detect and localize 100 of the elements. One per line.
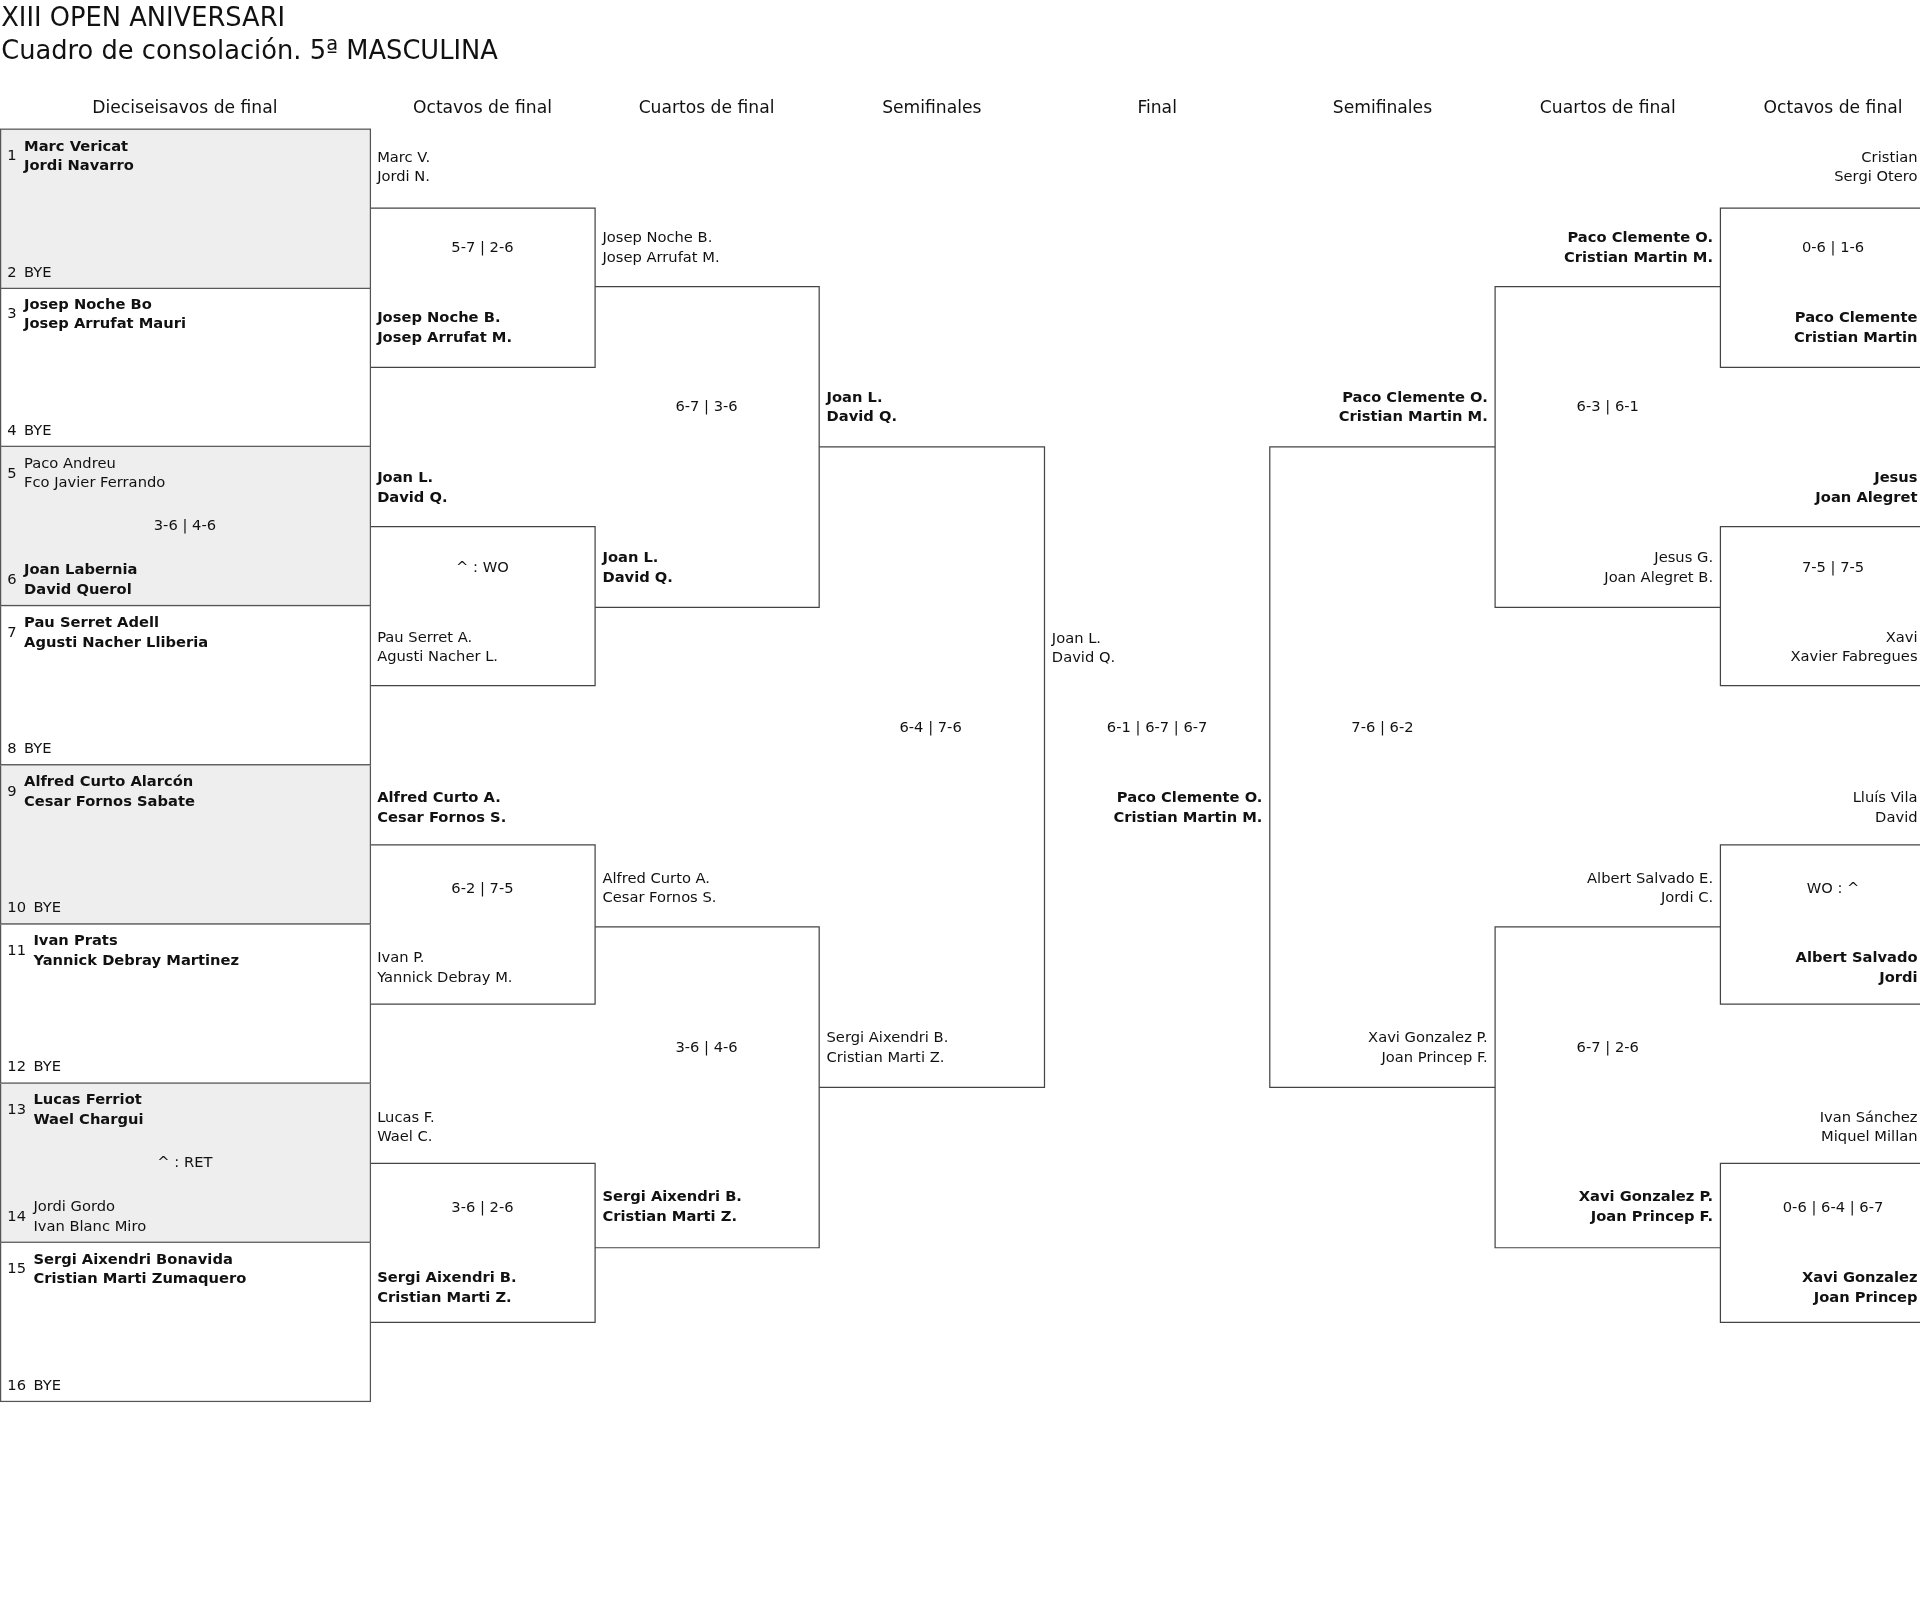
player-name: Albert Salvado E. [1587, 868, 1714, 888]
bye-label: BYE [33, 1056, 61, 1077]
seed-number: 2 [7, 263, 17, 281]
match-score: 0-6 | 6-4 | 6-7 [1781, 1197, 1885, 1218]
player-name: Yannick Debray Martinez [33, 950, 240, 970]
match-box [0, 1241, 371, 1403]
player-name: David Querol [24, 579, 133, 599]
player-name: Cristian Marti Z. [377, 1287, 512, 1307]
match-score: WO : ^ [1805, 878, 1861, 898]
player-name: Joan Alegret [1815, 487, 1918, 507]
match-score: ^ : RET [156, 1152, 214, 1172]
match-box [0, 923, 371, 1084]
bye-label: BYE [24, 738, 52, 758]
seed-number: 5 [7, 464, 17, 482]
player-name: Josep Noche B. [602, 228, 713, 248]
player-name: Xavi Gonzalez P. [1368, 1027, 1488, 1047]
match-box [0, 286, 371, 447]
player-name: Yannick Debray M. [377, 967, 513, 987]
player-name: Cristian Marti Z. [826, 1047, 945, 1067]
bye-label: BYE [24, 262, 52, 282]
player-name: Marc Vericat [24, 136, 130, 156]
player-name: Josep Arrufat Mauri [24, 313, 187, 334]
player-name: Josep Arrufat M. [377, 327, 513, 347]
player-name: Alfred Curto A. [377, 787, 501, 807]
title: XIII OPEN ANIVERSARI [1, 1, 286, 34]
seed-number: 6 [7, 570, 17, 588]
player-name: Agusti Nacher L. [377, 646, 498, 667]
match-score: 7-5 | 7-5 [1800, 557, 1866, 577]
player-name: Joan Princep F. [1381, 1047, 1488, 1067]
player-name: Ivan P. [377, 948, 425, 968]
seed-number: 9 [7, 782, 17, 800]
player-name: Sergi Aixendri Bonavida [33, 1249, 234, 1269]
player-name: Paco Clemente O. [1342, 387, 1488, 407]
seed-number: 13 [7, 1100, 27, 1118]
seed-number: 4 [7, 421, 17, 439]
player-name: David Q. [826, 406, 897, 427]
player-name: Paco Clemente O. [1116, 787, 1263, 807]
round-heading: Cuartos de final [1538, 95, 1677, 118]
seed-number: 14 [7, 1207, 27, 1225]
match-score: 3-6 | 4-6 [152, 515, 218, 536]
player-name: Xavi [1885, 627, 1918, 647]
player-name: Paco Clemente O. [1567, 228, 1714, 248]
player-name: Xavier Fabregues [1790, 646, 1918, 667]
round-heading: Semifinales [1331, 95, 1434, 118]
bye-label: BYE [24, 420, 52, 440]
bye-label: BYE [33, 897, 61, 918]
player-name: Cristian [1861, 147, 1918, 167]
match-box [0, 445, 371, 607]
player-name: Joan L. [602, 547, 659, 567]
player-name: Cesar Fornos S. [377, 807, 507, 827]
match-score: 6-3 | 6-1 [1575, 396, 1640, 417]
player-name: Alfred Curto A. [602, 868, 710, 888]
player-name: Josep Noche Bo [24, 294, 153, 314]
player-name: Cristian Martin M. [1564, 247, 1714, 267]
player-name: Agusti Nacher Lliberia [24, 632, 209, 652]
round-heading: Octavos de final [411, 95, 553, 118]
player-name: Joan Princep [1813, 1287, 1918, 1307]
player-name: Sergi Aixendri B. [602, 1186, 742, 1207]
player-name: Cristian Martin M. [1338, 406, 1488, 427]
player-name: Jordi [1879, 967, 1918, 987]
player-name: Alfred Curto Alarcón [24, 771, 195, 791]
player-name: Wael C. [377, 1126, 433, 1147]
seed-number: 3 [7, 304, 17, 323]
player-name: Lucas Ferriot [33, 1090, 143, 1110]
player-name: Sergi Otero [1834, 166, 1918, 187]
seed-number: 12 [7, 1057, 27, 1076]
player-name: Joan L. [826, 387, 883, 407]
match-score: 3-6 | 2-6 [450, 1197, 515, 1218]
player-name: Cristian Martin [1793, 327, 1918, 347]
player-name: Marc V. [377, 147, 431, 167]
player-name: Xavi Gonzalez P. [1578, 1186, 1714, 1207]
player-name: Jesus [1874, 468, 1918, 488]
player-name: Lluís Vila [1852, 787, 1918, 807]
match-box [0, 1082, 371, 1243]
seed-number: 1 [7, 146, 17, 165]
round-heading: Final [1136, 95, 1178, 118]
match-score: 6-4 | 7-6 [898, 717, 963, 738]
player-name: Joan Labernia [24, 559, 138, 580]
bye-label: BYE [33, 1375, 61, 1395]
seed-number: 10 [7, 898, 27, 916]
player-name: Joan L. [377, 468, 434, 488]
player-name: Lucas F. [377, 1107, 435, 1127]
player-name: Jesus G. [1654, 547, 1714, 567]
player-name: Josep Arrufat M. [602, 247, 720, 267]
match-score: 7-6 | 6-2 [1350, 717, 1415, 738]
seed-number: 8 [7, 739, 17, 757]
player-name: Miquel Millan [1821, 1126, 1918, 1147]
player-name: Paco Andreu [24, 453, 117, 473]
match-score: 6-1 | 6-7 | 6-7 [1105, 717, 1209, 738]
match-score: 0-6 | 1-6 [1800, 237, 1866, 258]
subtitle: Cuadro de consolación. 5ª MASCULINA [1, 34, 498, 67]
seed-number: 15 [7, 1260, 27, 1278]
round-heading: Semifinales [881, 95, 983, 118]
player-name: Cristian Martin M. [1113, 807, 1263, 827]
seed-number: 11 [7, 941, 27, 959]
round-heading: Cuartos de final [637, 95, 776, 118]
player-name: Cristian Marti Zumaquero [33, 1268, 247, 1289]
player-name: David Q. [1051, 648, 1116, 668]
player-name: David Q. [602, 567, 673, 587]
player-name: Sergi Aixendri B. [377, 1267, 517, 1287]
